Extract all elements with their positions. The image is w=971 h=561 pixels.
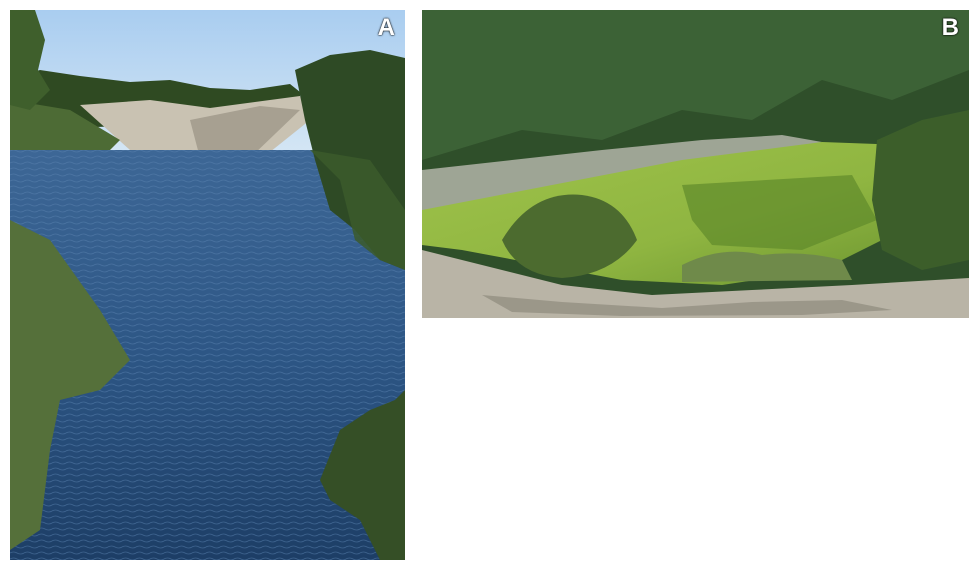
- pond-shadow: [682, 175, 877, 250]
- lake-photo-a: [10, 10, 405, 560]
- panel-label-b: B: [941, 14, 959, 41]
- photo-panel-b: B: [422, 10, 969, 318]
- grass-tufts: [682, 251, 852, 282]
- panel-label-a: A: [377, 14, 395, 41]
- sand-slope-shadow: [190, 106, 300, 158]
- forest-highlights: [422, 10, 969, 160]
- pond-photo-b: [422, 10, 969, 318]
- shore-shadows: [482, 295, 892, 316]
- left-top-leaves: [10, 10, 50, 110]
- right-bottom-leaves: [320, 390, 405, 560]
- center-shrub: [502, 194, 637, 278]
- photo-panel-a: A: [10, 10, 405, 560]
- right-trees-edge: [310, 150, 405, 270]
- left-foreground-tree: [10, 220, 130, 550]
- right-shrubs: [872, 110, 969, 270]
